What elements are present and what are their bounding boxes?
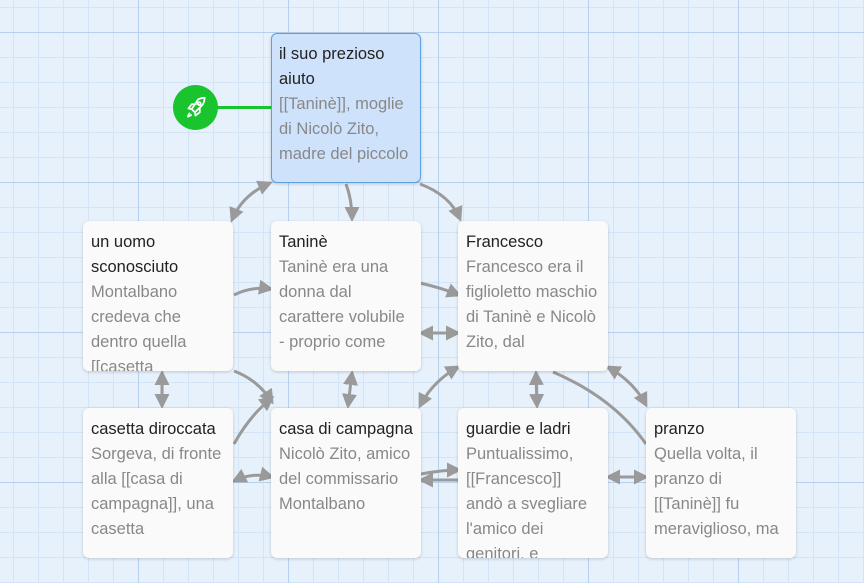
passage-excerpt: Sorgeva, di fronte alla [[casa di campag… <box>91 445 222 538</box>
passage-card[interactable]: pranzo Quella volta, il pranzo di [[Tani… <box>646 408 796 558</box>
link-start-uomo <box>229 180 273 223</box>
passage-card[interactable]: Francesco Francesco era il figlioletto m… <box>458 221 608 371</box>
passage-card[interactable]: guardie e ladri Puntualissimo, [[Frances… <box>458 408 608 558</box>
passage-excerpt: Nicolò Zito, amico del commissario Monta… <box>279 445 411 513</box>
link-casetta-tanine <box>232 396 275 445</box>
link-uomo-casa <box>233 369 274 405</box>
start-connector <box>216 106 272 109</box>
link-uomo-tanine <box>233 279 274 297</box>
passage-title: guardie e ladri <box>466 420 571 438</box>
link-casa-guardie <box>420 462 462 478</box>
passage-excerpt: Puntualissimo, [[Francesco]] andò a sveg… <box>466 445 588 558</box>
link-start-tanine <box>344 183 360 222</box>
passage-title: Francesco <box>466 233 544 251</box>
passage-excerpt: Montalbano credeva che dentro quella [[c… <box>91 283 187 371</box>
rocket-icon[interactable] <box>173 85 218 130</box>
passage-card[interactable]: Taninè Taninè era una donna dal caratter… <box>271 221 421 371</box>
passage-card[interactable]: un uomo sconosciuto Montalbano credeva c… <box>83 221 233 371</box>
passage-excerpt: Francesco era il figlioletto maschio di … <box>466 258 598 351</box>
link-francesco-pranzo <box>605 365 648 408</box>
link-francesco-pranzo-2 <box>552 370 648 445</box>
passage-card-start[interactable]: il suo prezioso aiuto [[Taninè]], moglie… <box>271 33 421 183</box>
passage-card[interactable]: casa di campagna Nicolò Zito, amico del … <box>271 408 421 558</box>
link-casa-casetta <box>231 466 275 483</box>
passage-title: casetta diroccata <box>91 420 216 438</box>
passage-card[interactable]: casetta diroccata Sorgeva, di fronte all… <box>83 408 233 558</box>
passage-title: pranzo <box>654 420 705 438</box>
passage-excerpt: Taninè era una donna dal carattere volub… <box>279 258 405 351</box>
link-tanine-francesco <box>419 281 462 298</box>
link-tanine-casa <box>341 370 359 409</box>
passage-title: un uomo sconosciuto <box>91 233 179 276</box>
link-start-francesco <box>419 182 463 222</box>
passage-title: casa di campagna <box>279 420 413 438</box>
passage-excerpt: Quella volta, il pranzo di [[Taninè]] fu… <box>654 445 779 538</box>
link-guardie-francesco <box>418 365 461 409</box>
link-francesco-guardie <box>528 370 545 409</box>
passage-title: il suo prezioso aiuto <box>279 45 385 88</box>
passage-excerpt: [[Taninè]], moglie di Nicolò Zito, madre… <box>279 95 409 163</box>
passage-title: Taninè <box>279 233 328 251</box>
